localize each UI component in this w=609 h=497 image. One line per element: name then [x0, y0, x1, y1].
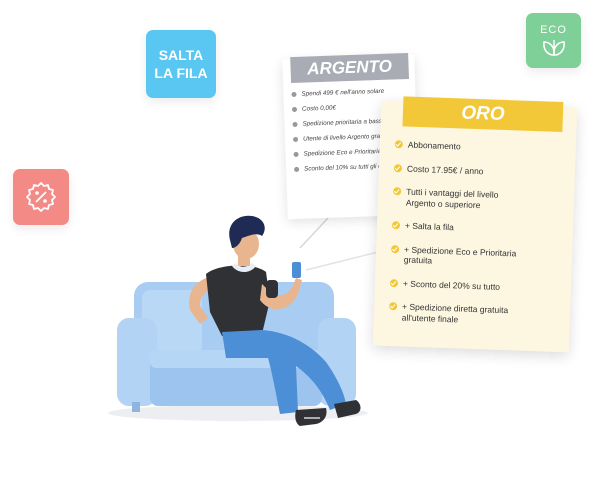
list-item: Abbonamento: [394, 139, 570, 156]
oro-benefits-list: Abbonamento Costo 17.95€ / anno Tutti i …: [388, 139, 570, 328]
oro-connector: [305, 251, 379, 280]
bullet-icon: [293, 151, 299, 158]
list-item: + Spedizione Eco e Prioritaria gratuita: [390, 244, 567, 271]
check-icon: [391, 244, 400, 253]
percent-badge-icon: [26, 182, 56, 212]
bullet-icon: [291, 91, 297, 98]
list-item: + Spedizione diretta gratuita all'utente…: [388, 301, 565, 328]
bullet-icon: [291, 106, 298, 113]
salta-la-fila-badge: SALTA LA FILA: [146, 30, 216, 98]
eco-badge: ECO: [526, 13, 581, 68]
check-icon: [393, 163, 403, 172]
check-icon: [389, 302, 398, 311]
list-item: Costo 17.95€ / anno: [393, 163, 569, 180]
bullet-icon: [292, 136, 299, 143]
check-icon: [389, 278, 399, 287]
list-item: Tutti i vantaggi del livello Argento o s…: [392, 186, 569, 213]
bullet-icon: [294, 166, 300, 173]
check-icon: [391, 221, 401, 230]
oro-title: ORO: [402, 96, 564, 132]
salta-badge-line1: SALTA: [158, 47, 204, 63]
oro-tier-card: ORO Abbonamento Costo 17.95€ / anno Tutt…: [372, 96, 578, 353]
bullet-icon: [292, 121, 298, 128]
eco-badge-text: ECO: [540, 24, 567, 36]
list-item: Spendi 499 € nell'anno solare: [289, 87, 413, 99]
leaves-icon: [542, 40, 565, 56]
argento-connector: [299, 217, 329, 249]
argento-title: ARGENTO: [290, 52, 410, 84]
person: [189, 215, 361, 426]
discount-badge: [13, 169, 69, 225]
check-icon: [393, 187, 402, 196]
salta-badge-line2: LA FILA: [154, 65, 208, 81]
list-item: + Salta la fila: [391, 220, 567, 237]
list-item: + Sconto del 20% su tutto: [389, 278, 565, 295]
check-icon: [394, 140, 403, 149]
